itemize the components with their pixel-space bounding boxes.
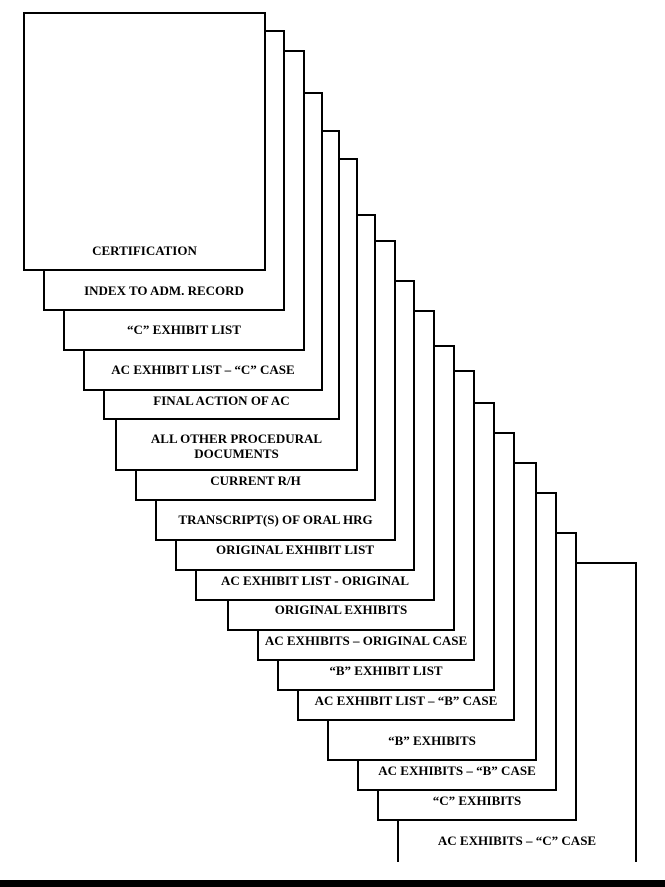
tab-label: AC EXHIBITS – “C” CASE (437, 833, 597, 848)
tab-label: CERTIFICATION (92, 243, 197, 258)
tab-label: “B” EXHIBIT LIST (329, 663, 443, 678)
tab-label: CURRENT R/H (210, 473, 301, 488)
footer-rule (0, 880, 665, 887)
tab-label: FINAL ACTION OF AC (153, 393, 290, 408)
tab-label: AC EXHIBITS – ORIGINAL CASE (264, 633, 468, 648)
tab-label: ORIGINAL EXHIBITS (274, 602, 408, 617)
tab-label: INDEX TO ADM. RECORD (84, 283, 244, 298)
tab-label: AC EXHIBIT LIST – “B” CASE (314, 693, 498, 708)
tab-sheet-certification: CERTIFICATION (23, 12, 266, 271)
tab-label: TRANSCRIPT(S) OF ORAL HRG (178, 512, 373, 527)
tab-label: AC EXHIBIT LIST – “C” CASE (111, 362, 295, 377)
tab-label: AC EXHIBIT LIST - ORIGINAL (220, 573, 410, 588)
tab-label: AC EXHIBITS – “B” CASE (378, 763, 536, 778)
tab-label: “C” EXHIBIT LIST (127, 322, 241, 337)
tab-label: ORIGINAL EXHIBIT LIST (216, 542, 374, 557)
tab-label: “B” EXHIBITS (388, 733, 476, 748)
tab-label: ALL OTHER PROCEDURAL DOCUMENTS (150, 431, 323, 461)
tab-label: “C” EXHIBITS (432, 793, 522, 808)
